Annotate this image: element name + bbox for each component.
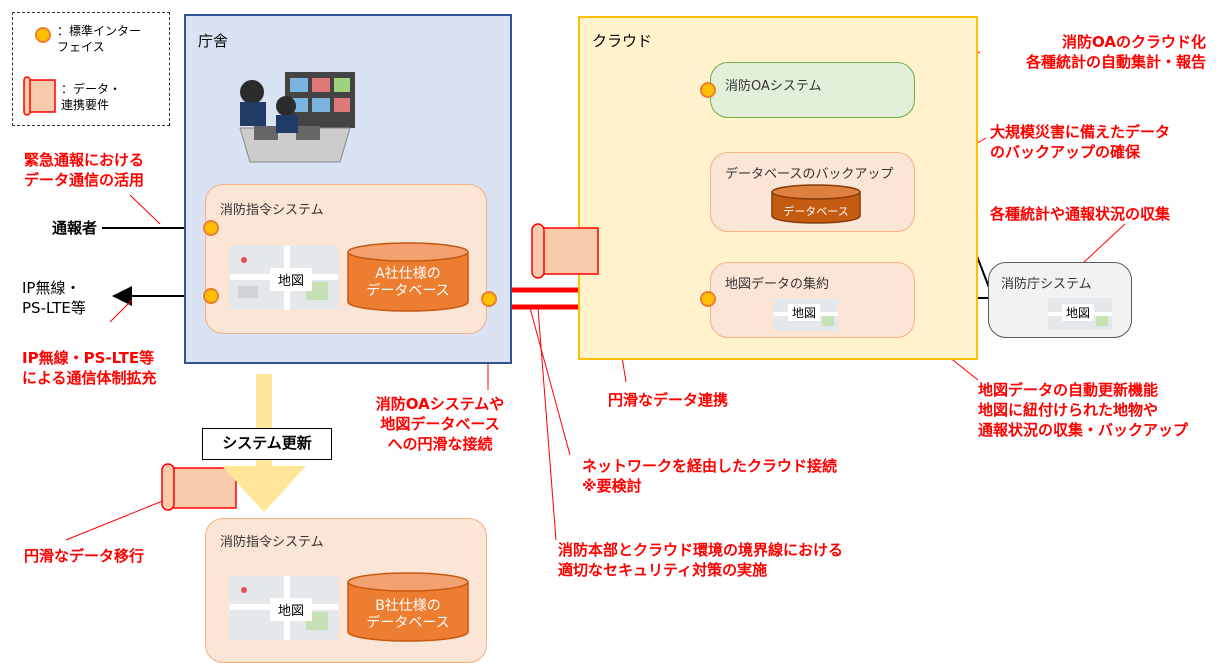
caller-label: 通報者 [52,219,98,237]
oa-system-box: 消防OAシステム [710,62,915,118]
annotation-oa-cloud: 消防OAのクラウド化 各種統計の自動集計・報告 [1025,33,1206,71]
fdma-map: 地図 [1048,298,1112,330]
new-map-label: 地図 [270,598,313,621]
current-map: 地図 [230,246,338,310]
new-map: 地図 [230,576,338,640]
map-collect-title: 地図データの集約 [725,277,830,292]
annotation-emergency: 緊急通報における データ通信の活用 [24,151,145,189]
interface-dot-db [481,291,497,307]
oa-system-title: 消防OAシステム [725,79,822,94]
database-b-label: B社仕様の データベース [366,598,450,631]
legend: ：標準インター フェイス ：データ・ 連携要件 [12,12,170,126]
fdma-system-title: 消防庁システム [1001,277,1092,292]
data-legend-label: ：データ・ 連携要件 [61,82,122,112]
cloud-title: クラウド [592,32,653,50]
backup-db-label: データベース [783,205,849,218]
annotation-map-auto: 地図データの自動更新機能 地図に紐付けられた地物や 通報状況の収集・バックアップ [978,381,1189,439]
interface-legend-label: ：標準インター フェイス [57,24,142,54]
interface-dot-radio [203,288,219,304]
annotation-smooth-link: 円滑なデータ連携 [608,391,729,409]
data-requirement-icon-cloud [531,223,599,279]
command-center-illustration [239,72,355,163]
new-command-system-title: 消防指令システム [220,535,324,550]
backup-db-cylinder [771,184,861,224]
annotation-disaster: 大規模災害に備えたデータ のバックアップの確保 [990,123,1171,161]
radio-label: IP無線・ PS-LTE等 [22,279,86,317]
database-a-label: A社仕様の データベース [366,266,450,299]
annotation-smooth-connect: 消防OAシステムや 地図データベース への円滑な接続 [375,395,505,453]
interface-dot-map [700,291,716,307]
cloud-map: 地図 [774,298,838,330]
annotation-radio-expand: IP無線・PS-LTE等 による通信体制拡充 [22,349,157,387]
fdma-map-label: 地図 [1062,304,1095,321]
database-b-cylinder [347,572,469,642]
chosha-title: 庁舎 [198,32,229,50]
data-requirement-icon-migration [161,463,237,511]
system-update-label: システム更新 [202,428,332,460]
backup-box: データベースのバックアップ [710,152,915,232]
current-command-system-title: 消防指令システム [220,203,324,218]
annotation-security: 消防本部とクラウド環境の境界線における 適切なセキュリティ対策の実施 [558,541,844,579]
backup-title: データベースのバックアップ [725,167,894,182]
interface-dot-oa [700,82,716,98]
database-a-cylinder [347,242,469,312]
data-requirement-legend-icon [23,76,56,116]
annotation-stats: 各種統計や通報状況の収集 [990,205,1171,223]
cloud-map-label: 地図 [788,304,821,321]
current-map-label: 地図 [270,268,313,291]
annotation-network: ネットワークを経由したクラウド接続 ※要検討 [582,457,838,495]
interface-legend-icon [35,27,51,43]
interface-dot-caller [203,220,219,236]
annotation-migration: 円滑なデータ移行 [24,547,145,565]
